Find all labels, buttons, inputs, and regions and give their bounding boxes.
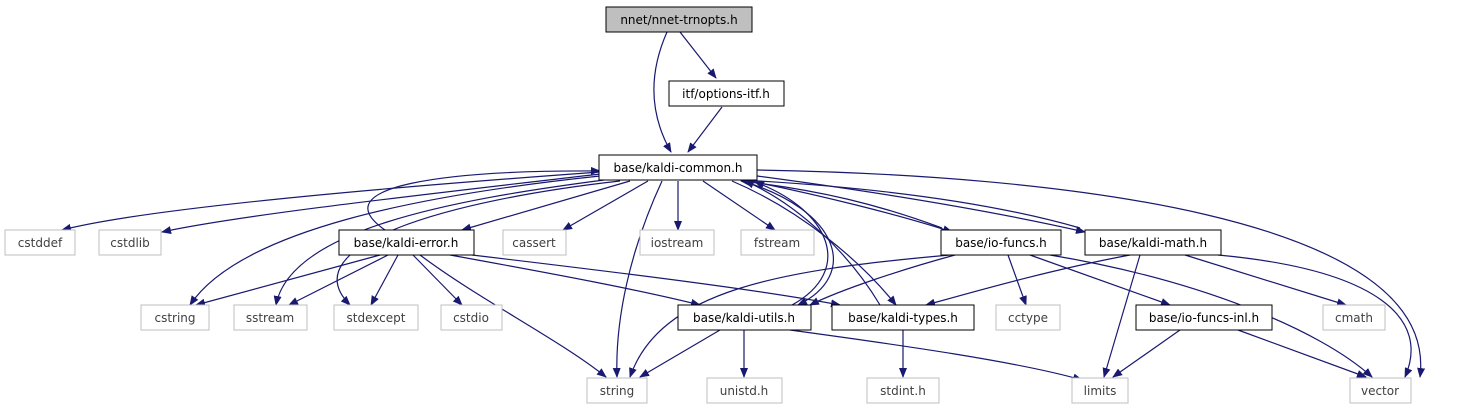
edge-kaldi-common-to-string — [612, 180, 663, 378]
edge-kaldi-common-to-cassert — [562, 180, 649, 231]
node-kaldi-types[interactable]: base/kaldi-types.h — [831, 304, 975, 331]
edge-io-funcs-to-kaldi-common — [740, 178, 943, 229]
edge-kaldi-error-to-kaldi-types — [471, 254, 841, 308]
node-label: itf/options-itf.h — [682, 87, 770, 101]
node-label: unistd.h — [720, 384, 769, 398]
edge-kaldi-error-to-sstream — [288, 254, 389, 306]
node-label: base/kaldi-utils.h — [693, 311, 795, 325]
node-kaldi-utils[interactable]: base/kaldi-utils.h — [677, 304, 812, 331]
node-cstdlib[interactable]: cstdlib — [98, 229, 162, 256]
node-label: vector — [1361, 384, 1399, 398]
node-kaldi-math[interactable]: base/kaldi-math.h — [1084, 229, 1222, 256]
edge-kaldi-math-to-kaldi-types — [925, 254, 1131, 307]
edge-root-to-kaldi-common — [653, 31, 672, 153]
node-io-funcs-inl[interactable]: base/io-funcs-inl.h — [1135, 304, 1273, 331]
edge-kaldi-utils-to-kaldi-common — [754, 181, 829, 306]
edge-io-funcs-to-kaldi-utils — [809, 254, 956, 306]
edge-kaldi-common-to-kaldi-math — [756, 175, 1086, 234]
node-label: cassert — [512, 236, 556, 250]
node-label: iostream — [651, 236, 704, 250]
node-vector[interactable]: vector — [1349, 377, 1412, 404]
edge-kaldi-error-to-cstdio — [412, 254, 463, 306]
node-options-itf[interactable]: itf/options-itf.h — [668, 80, 785, 107]
edge-kaldi-utils-to-string — [639, 329, 721, 378]
edge-kaldi-common-to-io-funcs — [744, 179, 953, 234]
edge-kaldi-common-to-cstddef — [61, 171, 601, 232]
file-nodes: nnet/nnet-trnopts.h itf/options-itf.h ba… — [4, 6, 1412, 404]
node-label: cstdlib — [110, 236, 149, 250]
node-cstddef[interactable]: cstddef — [4, 229, 76, 256]
node-label: nnet/nnet-trnopts.h — [620, 13, 737, 27]
edge-kaldi-common-to-fstream — [702, 180, 776, 231]
node-label: base/kaldi-math.h — [1099, 236, 1207, 250]
edge-kaldi-common-to-cstdlib — [161, 173, 601, 234]
edge-io-funcs-inl-to-limits — [1112, 329, 1181, 378]
edge-kaldi-math-to-vector — [1217, 254, 1413, 378]
node-kaldi-error[interactable]: base/kaldi-error.h — [338, 229, 475, 256]
node-string[interactable]: string — [586, 377, 648, 404]
node-label: cstddef — [18, 236, 63, 250]
edge-io-funcs-to-string — [629, 254, 951, 378]
node-label: cstdio — [453, 311, 489, 325]
node-label: cmath — [1335, 311, 1373, 325]
node-io-funcs[interactable]: base/io-funcs.h — [940, 229, 1062, 256]
node-iostream[interactable]: iostream — [639, 229, 715, 256]
node-cmath[interactable]: cmath — [1322, 304, 1386, 331]
edge-kaldi-error-to-string — [419, 254, 607, 378]
node-label: stdexcept — [347, 311, 406, 325]
node-fstream[interactable]: fstream — [740, 229, 815, 256]
edge-io-funcs-inl-to-vector — [1237, 329, 1367, 378]
edge-kaldi-error-to-stdexcept — [370, 254, 399, 306]
edge-kaldi-types-to-kaldi-common — [744, 180, 881, 306]
node-limits[interactable]: limits — [1071, 377, 1129, 404]
node-label: cstring — [154, 311, 195, 325]
node-label: limits — [1084, 384, 1117, 398]
node-label: fstream — [754, 236, 800, 250]
edge-kaldi-common-to-kaldi-error — [461, 180, 631, 232]
node-cstring[interactable]: cstring — [140, 304, 210, 331]
edge-kaldi-common-to-kaldi-utils — [741, 180, 834, 306]
edge-kaldi-common-to-stdexcept — [336, 180, 621, 306]
node-label: base/kaldi-error.h — [354, 236, 459, 250]
node-kaldi-common[interactable]: base/kaldi-common.h — [598, 154, 758, 181]
edge-kaldi-math-to-limits — [1102, 254, 1141, 378]
edge-root-to-options-itf — [679, 31, 717, 79]
node-stdint[interactable]: stdint.h — [866, 377, 940, 404]
edge-kaldi-math-to-cmath — [1184, 254, 1347, 307]
edge-kaldi-error-to-kaldi-utils — [449, 254, 701, 307]
edge-kaldi-error-to-cstring — [195, 254, 381, 307]
node-label: base/io-funcs-inl.h — [1149, 311, 1259, 325]
edge-kaldi-common-to-sstream — [273, 179, 605, 306]
node-label: base/kaldi-common.h — [613, 161, 742, 175]
node-cstdio[interactable]: cstdio — [440, 304, 503, 331]
dependency-edges — [61, 31, 1426, 382]
node-stdexcept[interactable]: stdexcept — [333, 304, 419, 331]
node-cassert[interactable]: cassert — [502, 229, 567, 256]
node-label: base/kaldi-types.h — [848, 311, 958, 325]
node-label: string — [600, 384, 634, 398]
node-unistd[interactable]: unistd.h — [706, 377, 783, 404]
node-label: cctype — [1008, 311, 1048, 325]
edge-kaldi-common-to-vector — [756, 169, 1426, 378]
node-label: sstream — [246, 311, 294, 325]
node-label: stdint.h — [880, 384, 926, 398]
node-label: base/io-funcs.h — [955, 236, 1047, 250]
node-sstream[interactable]: sstream — [233, 304, 308, 331]
edge-io-funcs-to-io-funcs-inl — [1029, 254, 1171, 306]
node-root-file[interactable]: nnet/nnet-trnopts.h — [605, 6, 753, 33]
edge-options-itf-to-kaldi-common — [687, 106, 723, 153]
edge-kaldi-error-to-kaldi-common — [367, 166, 601, 231]
edge-kaldi-math-to-kaldi-common — [740, 176, 1081, 229]
node-cctype[interactable]: cctype — [995, 304, 1061, 331]
edge-kaldi-common-to-cstring — [189, 175, 601, 306]
edge-kaldi-utils-to-limits — [789, 329, 1083, 382]
